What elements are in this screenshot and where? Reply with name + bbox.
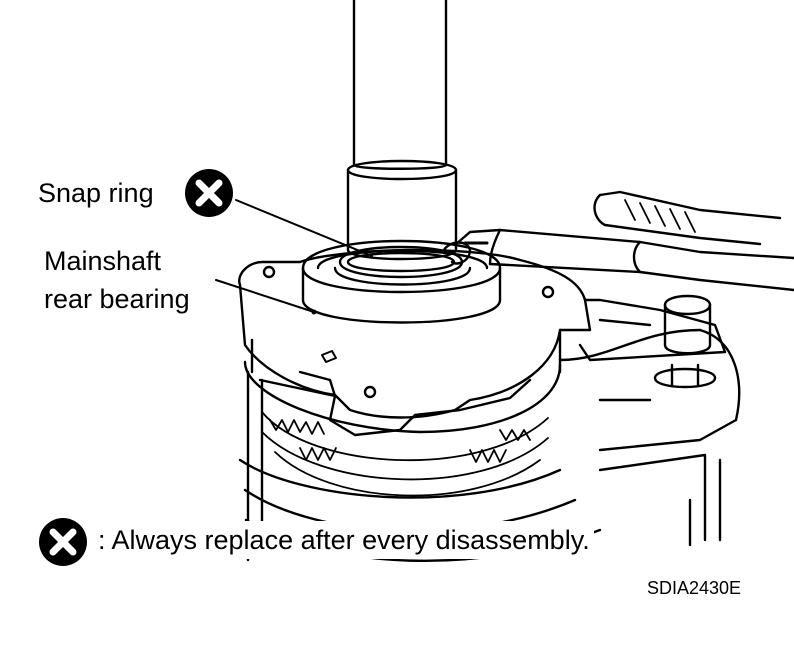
retainer-plate	[238, 248, 592, 437]
mainshaft-label-line2: rear bearing	[44, 284, 190, 314]
housing-ring	[243, 328, 562, 434]
bearing-race	[301, 239, 502, 324]
bearing-leader	[215, 279, 315, 313]
leader-lines	[215, 199, 373, 313]
mainshaft-label-line1: Mainshaft	[44, 246, 162, 276]
legend-text: : Always replace after every disassembly…	[98, 521, 594, 559]
snap-ring-pliers	[453, 190, 794, 292]
mainshaft	[346, 0, 458, 261]
figure-code: SDIA2430E	[647, 578, 742, 598]
snap-ring-label: Snap ring	[38, 178, 154, 208]
x-in-circle-icon	[185, 169, 233, 217]
bracket-and-post	[578, 294, 727, 389]
snap-ring-part	[338, 241, 472, 279]
legend-x-in-circle-icon	[39, 518, 87, 566]
snap-ring-leader	[235, 199, 373, 257]
gear-teeth	[261, 411, 549, 497]
